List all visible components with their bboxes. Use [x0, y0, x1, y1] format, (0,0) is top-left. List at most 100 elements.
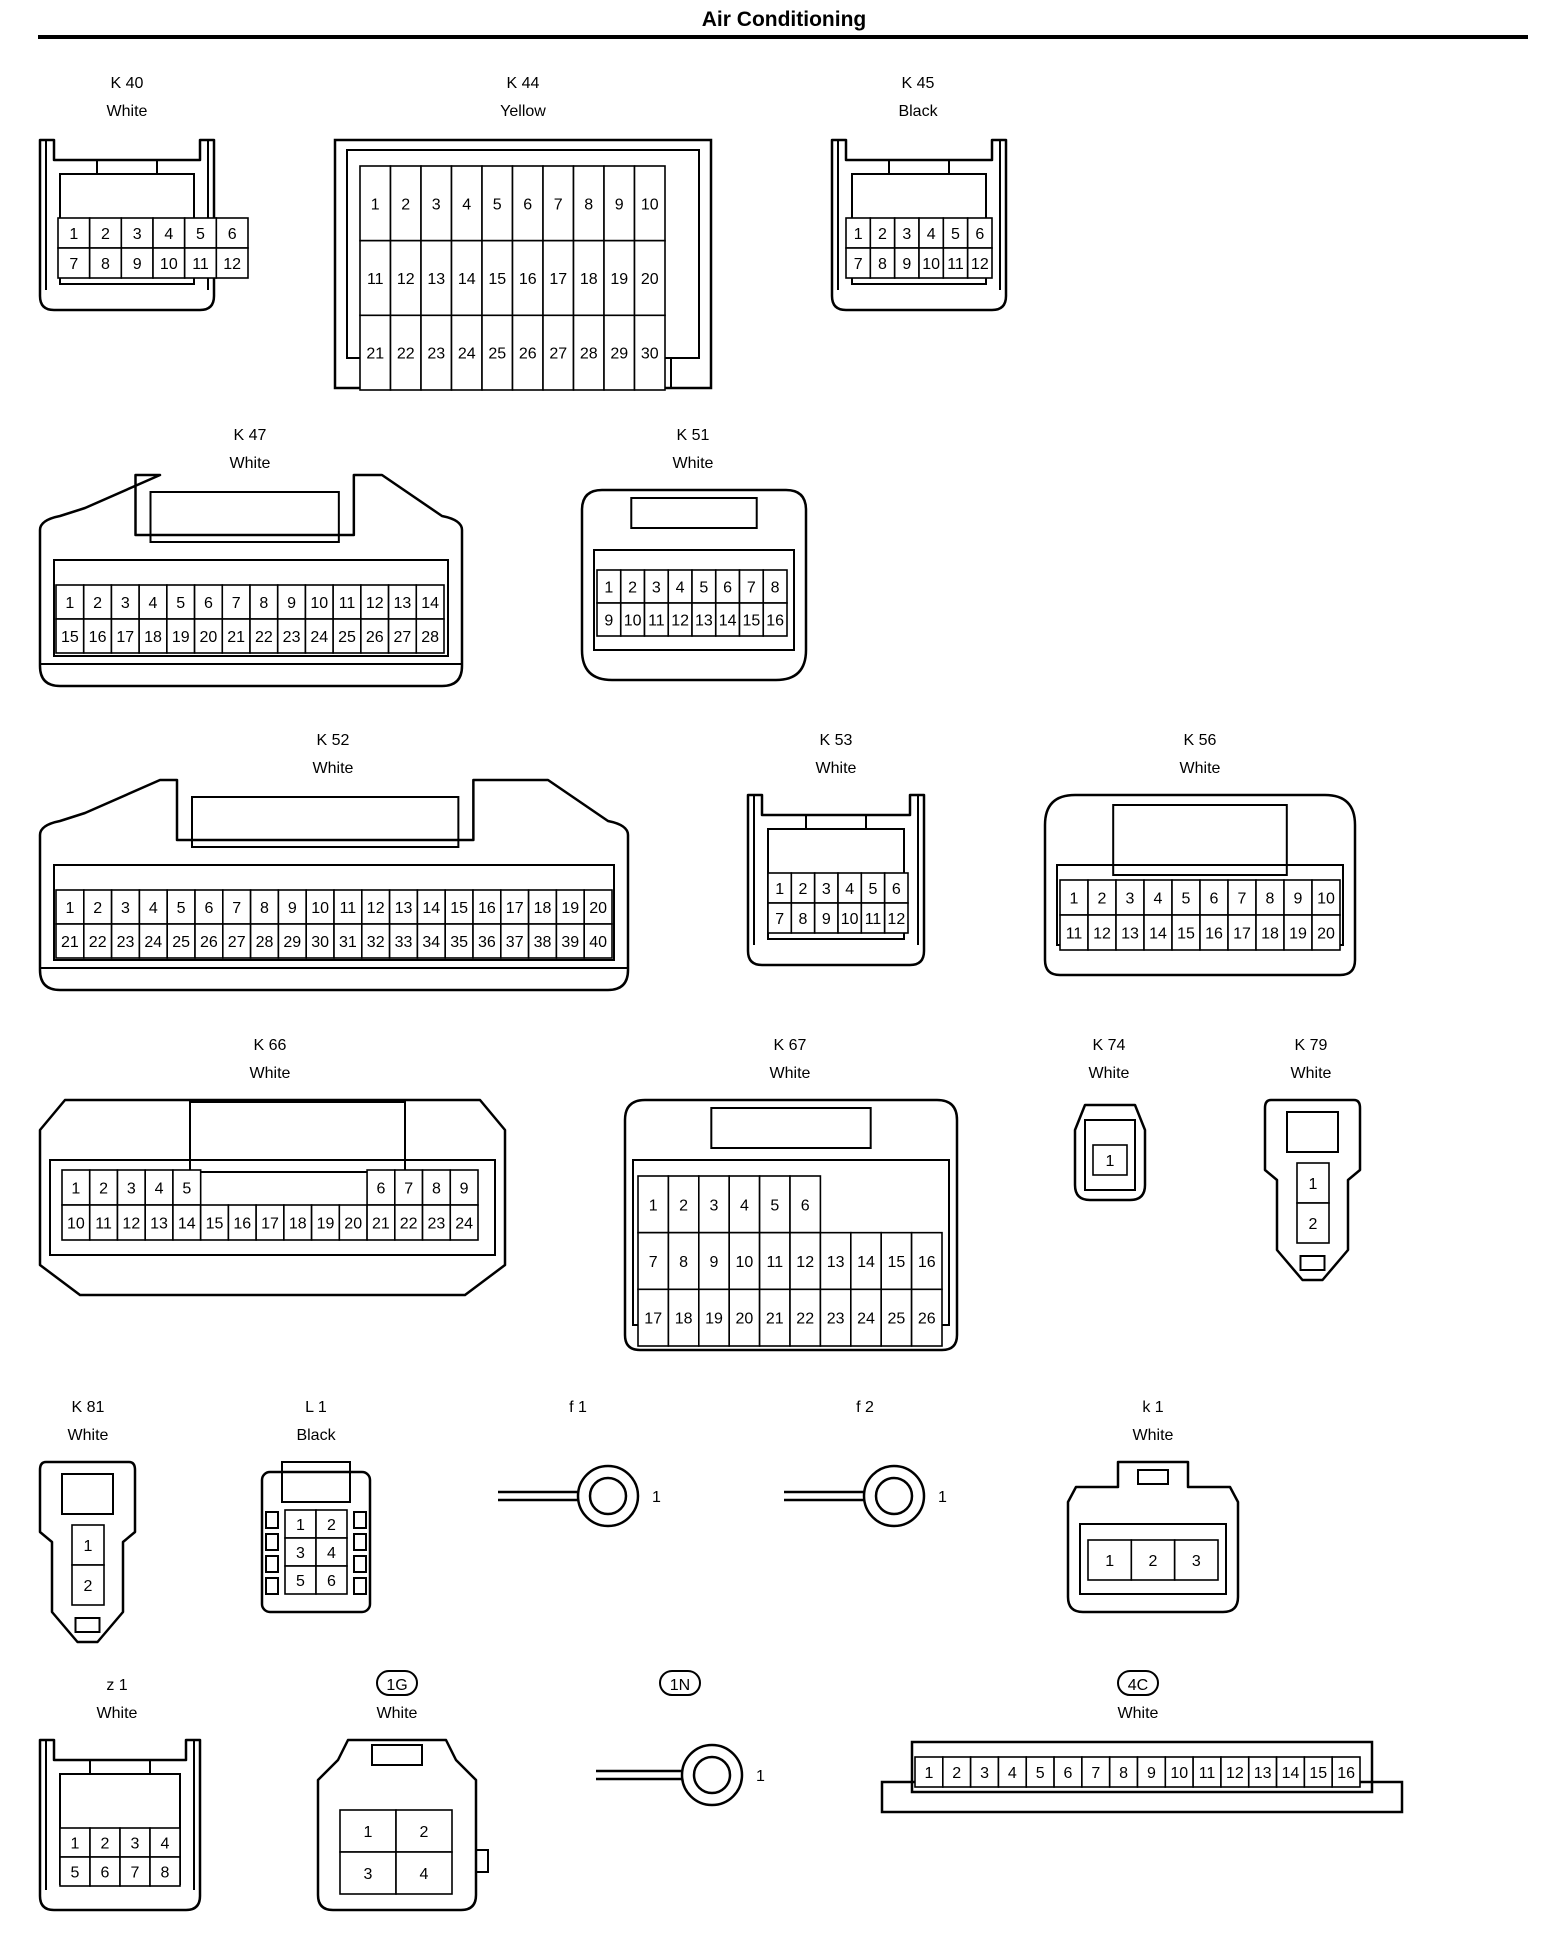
- pin-label: 3: [296, 1545, 305, 1562]
- pin-cavity: 13: [1247, 1756, 1278, 1788]
- pin-box: [555, 923, 586, 959]
- pin-cavity: 38: [527, 923, 558, 959]
- pin-label: 27: [394, 629, 412, 646]
- pin-cavity: 12: [966, 247, 993, 279]
- pin-label: 11: [339, 595, 356, 612]
- pin-cavity: 4: [315, 1537, 348, 1567]
- pin-cavity: 33: [388, 923, 419, 959]
- pin-label: 9: [460, 1181, 469, 1198]
- pin-cavity: 12: [215, 247, 249, 279]
- pin-label: 13: [427, 271, 445, 288]
- connector-code: K 40: [111, 75, 144, 92]
- pin-box: [215, 217, 249, 249]
- pin-cavity: 1: [55, 889, 85, 925]
- pin-box: [339, 1851, 397, 1895]
- pin-cavity: 12: [360, 889, 391, 925]
- pin-cavity: 3: [110, 584, 140, 620]
- pin-label: 2: [401, 196, 410, 213]
- pin-label: 18: [580, 271, 598, 288]
- pin-label: 4: [740, 1197, 749, 1214]
- pin-label: 1: [84, 1538, 93, 1555]
- pin-box: [283, 1204, 313, 1241]
- pin-cavity: 18: [667, 1288, 700, 1347]
- pin-cavity: 30: [305, 923, 335, 959]
- pin-cavity: 7: [845, 247, 872, 279]
- pin-cavity: 11: [942, 247, 969, 279]
- pin-label: 1: [604, 580, 613, 597]
- housing-outline: [1263, 1098, 1362, 1282]
- pin-cavity: 14: [415, 584, 445, 620]
- pin-cavity: 25: [332, 618, 362, 654]
- connector-code: K 47: [234, 427, 267, 444]
- pin-label: 18: [144, 629, 162, 646]
- pin-label: 8: [584, 196, 593, 213]
- pin-cavity: 9: [1283, 879, 1313, 916]
- pin-cavity: 24: [304, 618, 334, 654]
- pin-box: [1283, 914, 1313, 951]
- pin-cavity: 14: [1275, 1756, 1306, 1788]
- connector-code: K 53: [820, 732, 853, 749]
- pin-label: 9: [710, 1254, 719, 1271]
- pin-cavity: 1: [596, 569, 622, 604]
- connector-code: 4C: [1128, 1677, 1148, 1694]
- pin-label: 8: [679, 1254, 688, 1271]
- pin-cavity: 2: [667, 1175, 700, 1234]
- housing-outline: [746, 793, 926, 967]
- pin-cavity: 20: [728, 1288, 761, 1347]
- pin-box: [1296, 1202, 1330, 1244]
- pin-box: [880, 1231, 913, 1291]
- pin-label: 16: [519, 271, 537, 288]
- pin-box: [304, 584, 334, 620]
- pin-cavity: 16: [227, 1204, 257, 1241]
- connector-code: K 52: [317, 732, 350, 749]
- pin-cavity: 19: [697, 1288, 730, 1347]
- pin-label: 1: [71, 1836, 80, 1853]
- pin-cavity: 13: [144, 1204, 174, 1241]
- pin-label: 9: [288, 900, 297, 917]
- pin-label: 8: [432, 1181, 441, 1198]
- pin-label: 17: [116, 629, 134, 646]
- pin-cavity: 28: [415, 618, 445, 654]
- pin-label: 10: [624, 613, 642, 630]
- pin-cavity: 2: [395, 1809, 453, 1853]
- pin-box: [255, 1204, 285, 1241]
- pin-label: 4: [927, 226, 936, 243]
- pin-cavity: 5: [183, 217, 218, 249]
- pin-box: [1331, 1756, 1361, 1788]
- pin-cavity: 19: [603, 239, 636, 317]
- pin-box: [637, 1231, 670, 1291]
- pin-cavity: 18: [527, 889, 558, 925]
- pin-label: 18: [534, 900, 552, 917]
- pin-box: [942, 247, 969, 279]
- pin-box: [387, 584, 418, 620]
- pin-cavity: 25: [481, 314, 514, 391]
- pin-cavity: 13: [1115, 914, 1145, 951]
- pin-box: [183, 217, 218, 249]
- pin-label: 2: [101, 226, 110, 243]
- pin-cavity: 1: [1296, 1162, 1330, 1204]
- pin-box: [315, 1509, 348, 1539]
- pin-cavity: 20: [633, 239, 666, 317]
- pin-cavity: 5: [758, 1175, 791, 1234]
- pin-label: 21: [366, 346, 384, 363]
- pin-label: 26: [918, 1311, 936, 1328]
- pin-cavity: 2: [942, 1756, 972, 1788]
- pin-cavity: 1: [61, 1169, 91, 1206]
- pin-cavity: 4: [152, 217, 186, 249]
- pin-cavity: 6: [789, 1175, 822, 1234]
- connector-code: 1G: [386, 1677, 407, 1694]
- pin-label: 16: [1205, 926, 1223, 943]
- pin-cavity: 26: [360, 618, 390, 654]
- pin-box: [583, 889, 613, 925]
- pin-label: 24: [310, 629, 328, 646]
- pin-label: 26: [519, 346, 537, 363]
- pin-box: [527, 889, 558, 925]
- pin-label: 17: [1233, 926, 1251, 943]
- pin-cavity: 9: [277, 889, 307, 925]
- pin-label: 3: [1192, 1553, 1201, 1570]
- pin-label: 2: [1149, 1553, 1158, 1570]
- pin-label: 2: [679, 1197, 688, 1214]
- pin-label: 7: [232, 900, 241, 917]
